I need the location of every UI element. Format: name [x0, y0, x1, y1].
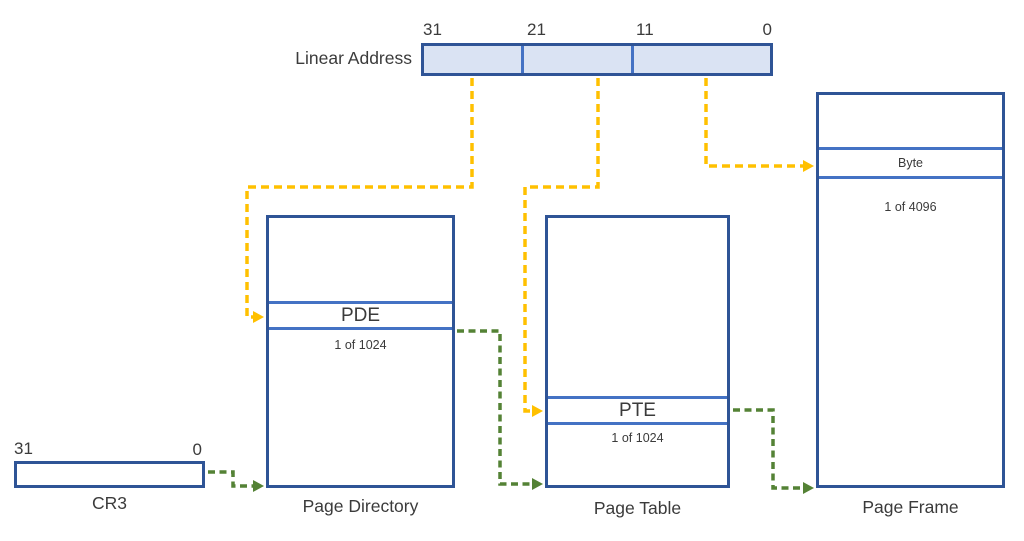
byte-label: Byte — [897, 156, 923, 170]
linear-address-label: Linear Address — [295, 48, 412, 68]
page-table-count: 1 of 1024 — [611, 431, 664, 445]
page-frame-title: Page Frame — [862, 497, 959, 517]
pte-entry-row: PTE — [548, 396, 727, 425]
arrow-cr3-to-page-directory — [208, 470, 264, 492]
cr3-bit-label-0: 0 — [192, 440, 202, 459]
cr3-bit-label-31: 31 — [14, 439, 33, 458]
bit-label-11: 11 — [636, 20, 654, 39]
pte-label: PTE — [619, 399, 656, 421]
pde-entry-row: PDE — [269, 301, 452, 330]
arrow-pde-to-page-table — [457, 329, 543, 490]
arrow-pte-to-page-frame — [733, 408, 814, 494]
page-directory-title: Page Directory — [302, 496, 419, 516]
pde-label: PDE — [340, 304, 381, 326]
page-directory-count: 1 of 1024 — [334, 338, 387, 352]
linear-address-divider-11 — [631, 46, 634, 73]
linear-address-divider-21 — [521, 46, 524, 73]
byte-row: Byte — [819, 147, 1002, 179]
page-table-box — [545, 215, 730, 488]
cr3-box — [14, 461, 205, 488]
page-table-title: Page Table — [593, 498, 682, 518]
bit-label-0: 0 — [762, 20, 772, 39]
bit-label-21: 21 — [527, 20, 546, 39]
page-frame-count: 1 of 4096 — [884, 200, 937, 214]
linear-address-box — [421, 43, 773, 76]
cr3-label: CR3 — [91, 493, 127, 513]
bit-label-31: 31 — [423, 20, 442, 39]
arrow-offset-to-byte — [704, 78, 814, 172]
